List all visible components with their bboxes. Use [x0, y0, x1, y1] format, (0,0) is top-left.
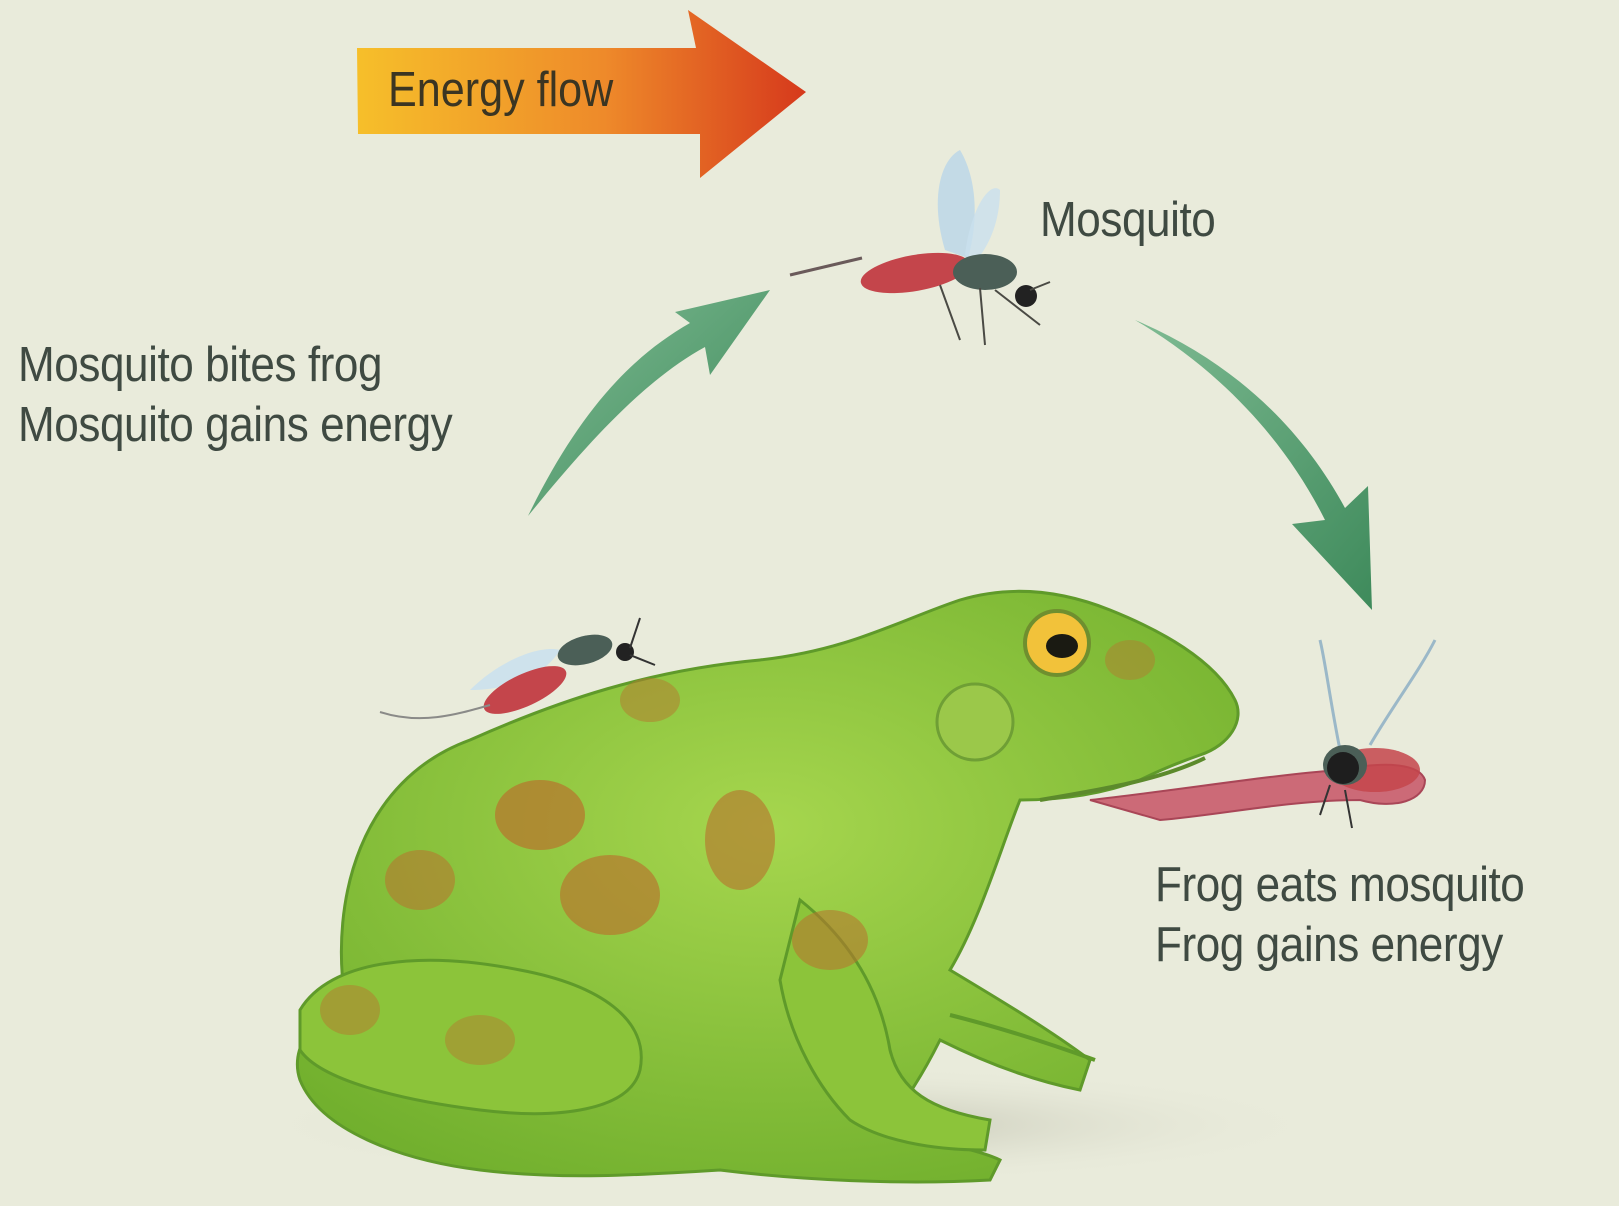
- mosquito-label-text: Mosquito: [1040, 190, 1215, 250]
- bite-caption-line-2: Mosquito gains energy: [18, 395, 452, 455]
- mosquito-label: Mosquito: [1040, 190, 1215, 250]
- eat-caption-line-1: Frog eats mosquito: [1155, 855, 1524, 915]
- energy-flow-label: Energy flow: [388, 62, 613, 118]
- cycle-arrow-down: [1135, 320, 1372, 610]
- cycle-arrow-up: [528, 290, 770, 516]
- eat-caption-line-2: Frog gains energy: [1155, 915, 1524, 975]
- eat-caption: Frog eats mosquito Frog gains energy: [1155, 855, 1524, 975]
- mosquito-flying-illustration: [790, 150, 1050, 345]
- bite-caption-line-1: Mosquito bites frog: [18, 335, 452, 395]
- bite-caption: Mosquito bites frog Mosquito gains energ…: [18, 335, 452, 455]
